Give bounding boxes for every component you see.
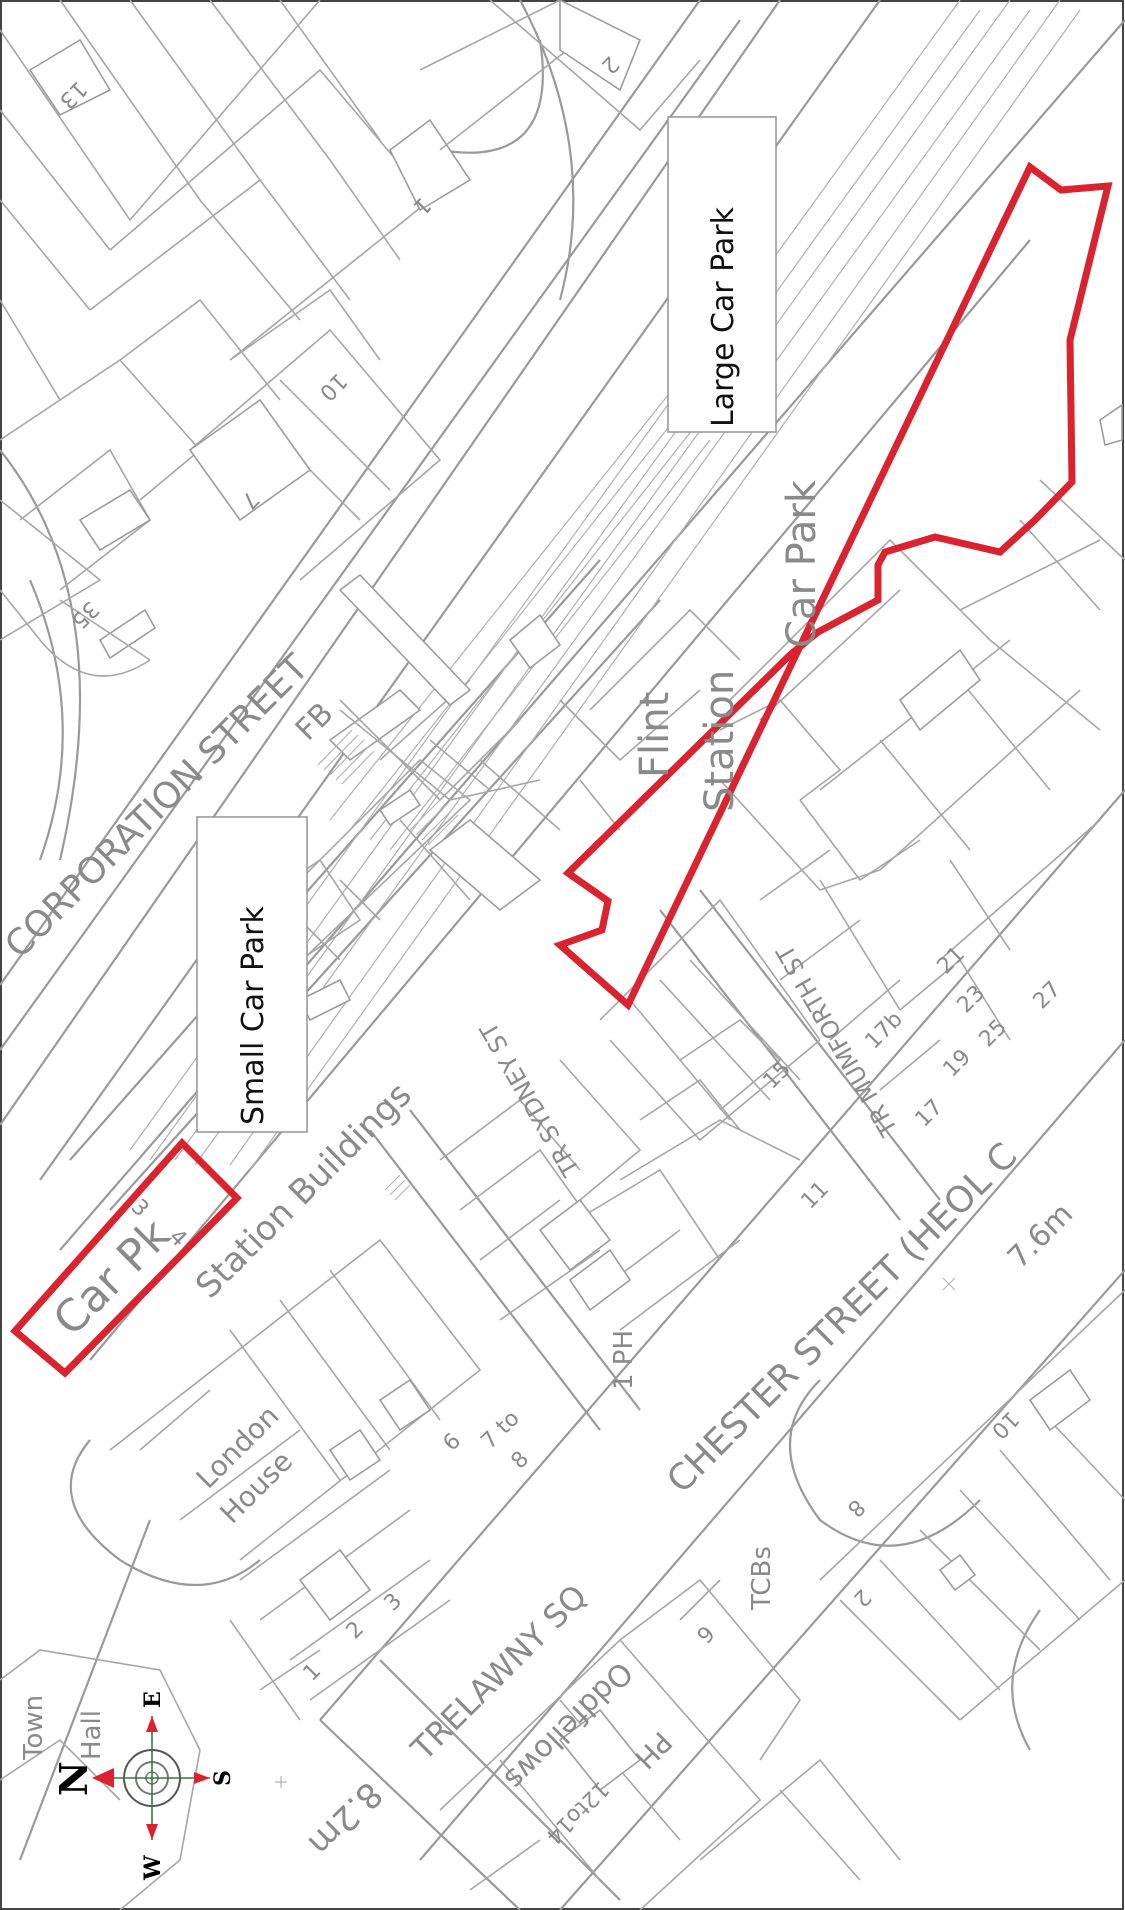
number-15: 15 — [759, 1057, 796, 1094]
number-17b: 17b — [861, 1007, 908, 1054]
station-label: Station — [697, 670, 743, 812]
compass-east-arrow — [146, 1716, 158, 1732]
large-car-park-label-text: Large Car Park — [706, 206, 741, 427]
number-1: 1 — [299, 1659, 327, 1687]
flint-label: Flint — [632, 692, 678, 778]
large-car-park-boundary-outline[interactable] — [553, 161, 1113, 1011]
number-11: 11 — [797, 1177, 834, 1214]
ph-oddfellows-label: PH — [628, 1725, 678, 1775]
small-car-park-boundary[interactable] — [9, 1137, 242, 1378]
small-car-park-label: Small Car Park — [196, 816, 308, 1133]
compass-north-arrow — [92, 1768, 114, 1788]
number-10b: 10 — [986, 1406, 1023, 1443]
town-label: Town — [19, 1695, 49, 1761]
tcbs-label: TCBs — [747, 1546, 777, 1611]
hall-label: Hall — [77, 1710, 107, 1760]
compass-south-arrow — [194, 1772, 210, 1784]
number-27: 27 — [1029, 977, 1066, 1014]
compass-n: N — [51, 1761, 96, 1796]
eight-label: 8 — [507, 1447, 535, 1475]
small-car-park-label-text: Small Car Park — [236, 905, 271, 1125]
large-car-park-label-box — [667, 116, 777, 433]
number-10: 10 — [314, 368, 351, 405]
ph-label: 1 PH — [609, 1330, 639, 1390]
number-17: 17 — [911, 1095, 948, 1132]
number-25: 25 — [975, 1015, 1012, 1052]
large-car-park-label: Large Car Park — [667, 116, 777, 433]
number-6: 6 — [439, 1429, 467, 1457]
number-21: 21 — [933, 942, 970, 979]
small-car-park-label-box — [196, 816, 308, 1133]
seven-to-label: 7 to — [477, 1406, 525, 1454]
number-6b: 6 — [691, 1620, 719, 1648]
number-23: 23 — [953, 981, 990, 1018]
compass-rose: N E S W — [51, 1691, 236, 1881]
twelve-to-fourteen-label: 12to14 — [541, 1776, 614, 1849]
number-8: 8 — [842, 1494, 870, 1522]
compass-e: E — [140, 1691, 166, 1708]
compass-w: W — [140, 1855, 166, 1881]
compass-west-arrow — [146, 1824, 158, 1840]
footbridge — [317, 729, 459, 1201]
car-park-label: Car Park — [779, 479, 825, 648]
compass-s: S — [210, 1770, 236, 1786]
boundaries — [9, 161, 1113, 1378]
number-19: 19 — [939, 1045, 976, 1082]
number-35: 35 — [66, 596, 103, 633]
level-label-1: 7.6m — [1001, 1197, 1080, 1276]
level-label-2: 8.2m — [300, 1774, 390, 1864]
number-2b: 2 — [848, 1584, 876, 1612]
